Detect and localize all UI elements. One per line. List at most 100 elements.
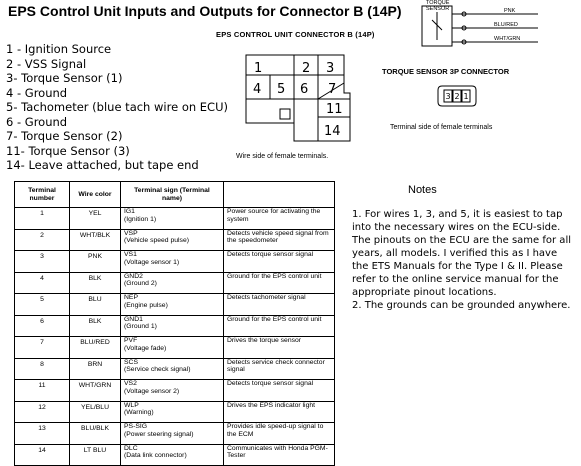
notes-title: Notes bbox=[408, 184, 437, 196]
cell-description: Detects torque sensor signal bbox=[223, 250, 335, 273]
ts-diagram-label-wht-grn: WHT/GRN bbox=[494, 36, 520, 42]
cell-terminal-number: 11 bbox=[14, 379, 70, 402]
terminal-name: (Data link connector) bbox=[124, 452, 187, 459]
terminal-name: (Vehicle speed pulse) bbox=[124, 237, 189, 244]
pin-list-item: 11- Torque Sensor (3) bbox=[6, 143, 130, 158]
ts-diagram-label-pnk: PNK bbox=[504, 8, 516, 14]
cell-description: Detects torque sensor signal bbox=[223, 379, 335, 402]
terminal-sign: IG1 bbox=[124, 208, 135, 215]
cell-terminal-number: 12 bbox=[14, 400, 70, 423]
terminal-name: (Engine pulse) bbox=[124, 301, 168, 309]
connector-title: EPS CONTROL UNIT CONNECTOR B (14P) bbox=[216, 30, 375, 39]
cell-description: Drives the torque sensor bbox=[223, 336, 335, 359]
cell-terminal-sign: NEP(Engine pulse) bbox=[120, 293, 224, 316]
terminal-sign: DLC bbox=[124, 444, 138, 452]
note-item: 1. For wires 1, 3, and 5, it is easiest … bbox=[352, 209, 571, 298]
cell-description: Communicates with Honda PGM-Tester bbox=[223, 443, 335, 466]
pin-list-item: 3- Torque Sensor (1) bbox=[6, 71, 123, 85]
cell-wire-color: WHT/BLK bbox=[69, 228, 121, 251]
connector-caption: Wire side of female terminals. bbox=[236, 153, 329, 160]
pin-list-item: 2 - VSS Signal bbox=[6, 56, 87, 71]
pin-list-item: 6 - Ground bbox=[6, 114, 68, 129]
cell-wire-color: LT BLU bbox=[69, 443, 121, 466]
connector-cell-7: 7 bbox=[328, 82, 336, 97]
terminal-name: (Voltage sensor 2) bbox=[124, 387, 180, 395]
cell-wire-color: WHT/GRN bbox=[69, 379, 121, 402]
cell-terminal-number: 6 bbox=[14, 314, 70, 337]
cell-wire-color: BLK bbox=[69, 314, 121, 337]
terminal-sign: GND1 bbox=[124, 315, 143, 323]
cell-terminal-sign: SCS(Service check signal) bbox=[120, 357, 224, 380]
cell-wire-color: YEL/BLU bbox=[69, 400, 121, 423]
ts-pin-3: 3 bbox=[446, 92, 451, 101]
cell-terminal-number: 14 bbox=[14, 443, 70, 466]
cell-description: Ground for the EPS control unit bbox=[223, 271, 335, 294]
ts-pin-1: 1 bbox=[464, 92, 469, 101]
connector-cell-6: 6 bbox=[300, 82, 308, 97]
pin-list: 1 - Ignition Source 2 - VSS Signal 3- To… bbox=[6, 42, 228, 173]
cell-terminal-number: 2 bbox=[14, 228, 70, 251]
cell-wire-color: BLU/BLK bbox=[69, 422, 121, 445]
pin-list-item: 7- Torque Sensor (2) bbox=[6, 129, 123, 143]
cell-terminal-sign: IG1(Ignition 1) bbox=[120, 207, 224, 230]
cell-terminal-sign: WLP(Warning) bbox=[120, 400, 224, 423]
terminal-name: (Warning) bbox=[124, 409, 154, 416]
terminal-sign: VSP bbox=[124, 229, 138, 237]
terminal-sign: SCS bbox=[124, 358, 138, 366]
connector-cell-14: 14 bbox=[324, 124, 341, 139]
cell-terminal-sign: VS1(Voltage sensor 1) bbox=[120, 250, 224, 273]
header-terminal-number: Terminal number bbox=[14, 181, 70, 208]
cell-terminal-sign: PS-SIG(Power steering signal) bbox=[120, 422, 224, 445]
cell-description: Provides idle speed-up signal to the ECM bbox=[223, 422, 335, 445]
cell-terminal-number: 4 bbox=[14, 271, 70, 294]
terminal-sign: WLP bbox=[124, 401, 139, 409]
connector-cell-2: 2 bbox=[302, 61, 310, 76]
cell-description: Drives the EPS indicator light bbox=[223, 400, 335, 423]
header-wire-color: Wire color bbox=[69, 181, 121, 208]
cell-terminal-number: 7 bbox=[14, 336, 70, 359]
cell-terminal-number: 13 bbox=[14, 422, 70, 445]
cell-wire-color: BLK bbox=[69, 271, 121, 294]
cell-wire-color: BLU bbox=[69, 293, 121, 316]
ts-pin-2: 2 bbox=[455, 92, 460, 101]
terminal-sign: PVF bbox=[124, 337, 138, 344]
cell-wire-color: BLU/RED bbox=[69, 336, 121, 359]
cell-description: Ground for the EPS control unit bbox=[223, 314, 335, 337]
table-header-row: Terminal number Wire color Terminal sign… bbox=[14, 181, 335, 208]
terminal-sign: NEP bbox=[124, 294, 138, 301]
cell-terminal-sign: GND1(Ground 1) bbox=[120, 314, 224, 337]
cell-description: Detects tachometer signal bbox=[223, 293, 335, 316]
pin-list-item: 5- Tachometer (blue tach wire on ECU) bbox=[6, 100, 228, 114]
cell-wire-color: PNK bbox=[69, 250, 121, 273]
cell-description: Detects service check connector signal bbox=[223, 357, 335, 380]
cell-wire-color: YEL bbox=[69, 207, 121, 230]
ts-diagram-label-blu-red: BLU/RED bbox=[494, 22, 518, 28]
header-description bbox=[223, 181, 335, 208]
terminal-sign: VS1 bbox=[124, 251, 137, 258]
ts-diagram-label-torque: TORQUE bbox=[426, 0, 450, 6]
note-item: 2. The grounds can be grounded anywhere. bbox=[352, 300, 571, 311]
ts-diagram-label-sensor: SENSOR bbox=[426, 6, 449, 12]
connector-cell-11: 11 bbox=[326, 102, 343, 117]
notes-body: 1. For wires 1, 3, and 5, it is easiest … bbox=[352, 208, 574, 312]
terminal-sign: VS2 bbox=[124, 380, 137, 387]
terminal-table: Terminal number Wire color Terminal sign… bbox=[14, 181, 335, 466]
cell-terminal-sign: DLC(Data link connector) bbox=[120, 443, 224, 466]
torque-sensor-wiring-diagram: TORQUE SENSOR PNK BLU/RED WHT/GRN bbox=[421, 0, 538, 47]
cell-description: Detects vehicle speed signal from the sp… bbox=[223, 228, 335, 251]
terminal-name: (Power steering signal) bbox=[124, 430, 194, 438]
cell-terminal-number: 3 bbox=[14, 250, 70, 273]
torque-sensor-caption: Terminal side of female terminals bbox=[390, 124, 493, 131]
